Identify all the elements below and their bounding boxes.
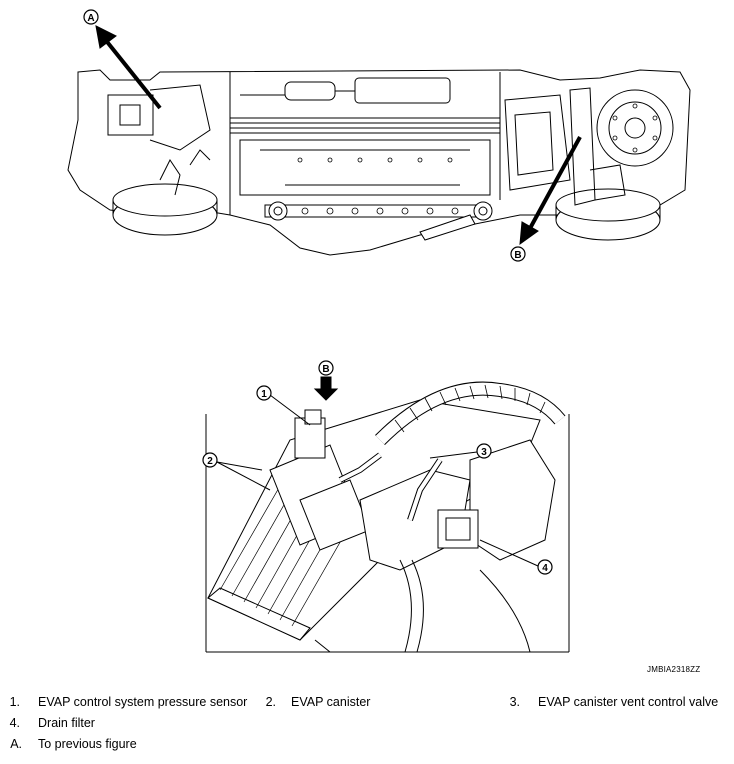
callout-layer-top: A B xyxy=(83,9,526,262)
legend-label: EVAP canister xyxy=(291,695,371,709)
legend-number: 3. xyxy=(509,695,520,709)
callout-1: 1 xyxy=(261,389,267,400)
legend-label: To previous figure xyxy=(38,737,137,751)
callout-3: 3 xyxy=(481,447,487,458)
figure-code: JMBIA2318ZZ xyxy=(647,665,701,674)
legend-number: 2. xyxy=(265,695,276,709)
legend-number: A. xyxy=(10,737,22,751)
vehicle-underside-diagram xyxy=(67,25,691,256)
legend-number: 4. xyxy=(9,716,20,730)
legend-row: 4. Drain filter xyxy=(0,716,734,737)
legend-label: Drain filter xyxy=(38,716,95,730)
legend: 1. EVAP control system pressure sensor 2… xyxy=(0,695,734,758)
legend-label: EVAP control system pressure sensor xyxy=(38,695,248,709)
legend-label: EVAP canister vent control valve xyxy=(538,695,719,709)
callout-4: 4 xyxy=(542,563,548,574)
legend-row: A. To previous figure xyxy=(0,737,734,758)
callout-2: 2 xyxy=(207,456,213,467)
callout-b: B xyxy=(514,250,521,261)
legend-number: 1. xyxy=(9,695,20,709)
callout-a: A xyxy=(87,13,94,24)
callout-b-arrow: B xyxy=(322,364,329,375)
legend-row: 1. EVAP control system pressure sensor 2… xyxy=(0,695,734,716)
